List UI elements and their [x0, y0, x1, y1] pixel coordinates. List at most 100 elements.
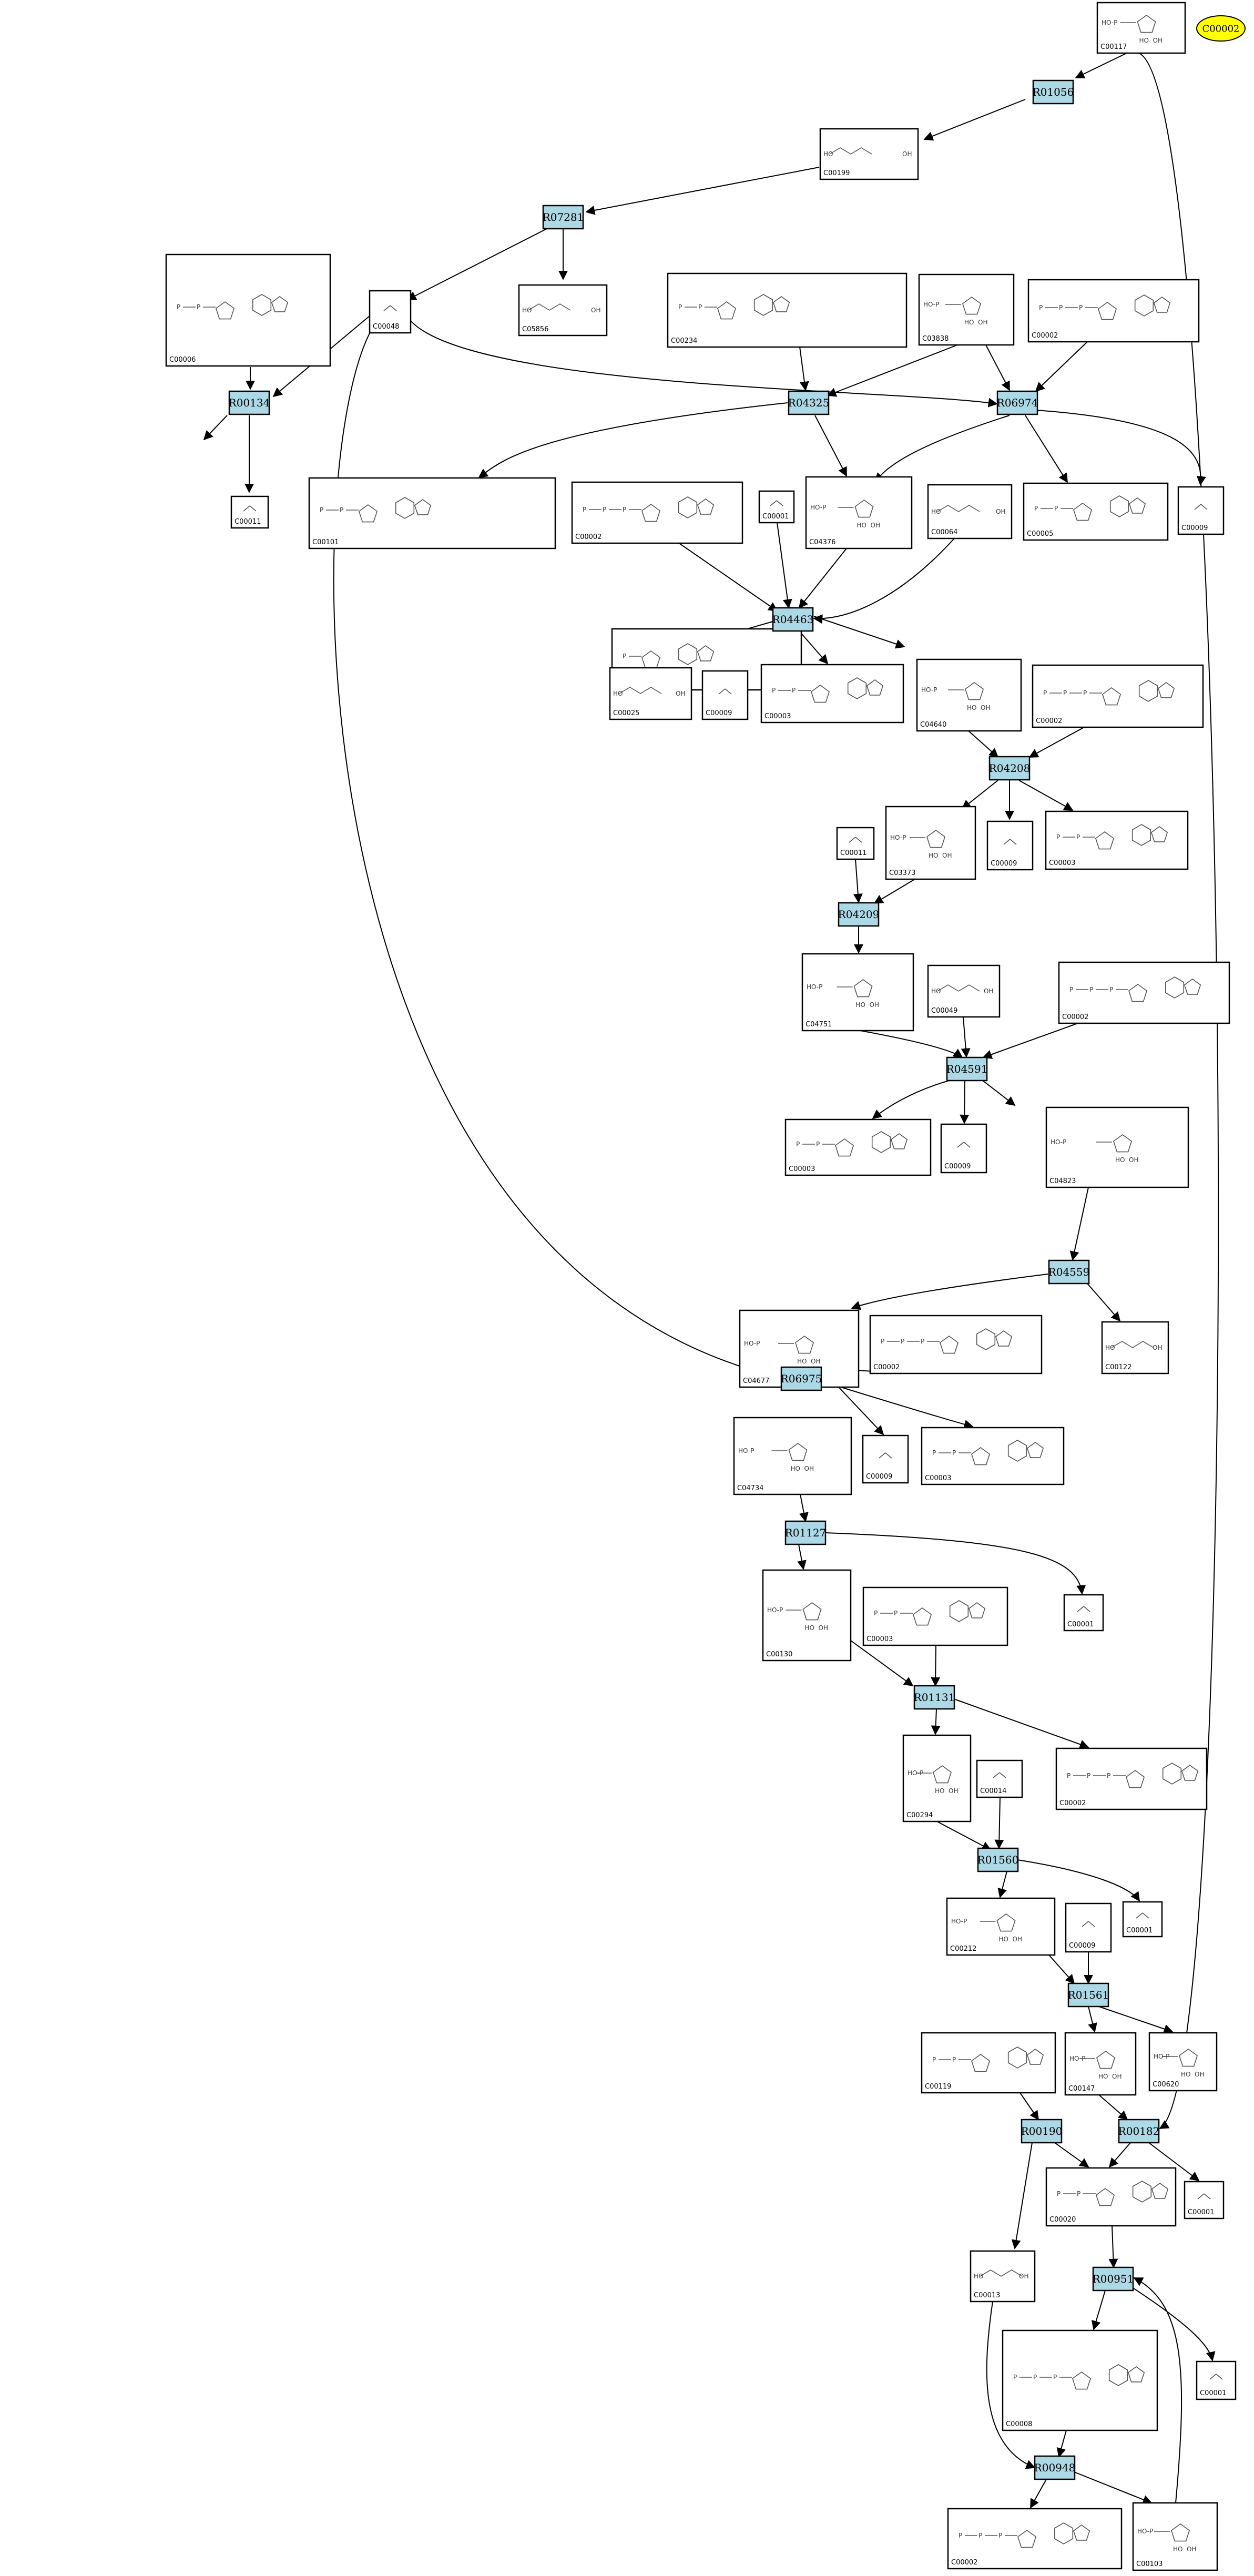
compound-box[interactable]	[518, 284, 608, 337]
compound-box[interactable]	[701, 670, 749, 720]
compound-box[interactable]	[1045, 810, 1189, 870]
reaction-box[interactable]	[977, 1847, 1019, 1872]
reaction-box[interactable]	[228, 390, 270, 415]
compound-box[interactable]	[862, 1434, 909, 1484]
compound-box[interactable]	[1096, 2, 1186, 54]
compound-box[interactable]	[801, 953, 914, 1032]
reaction-node[interactable]: R06975	[780, 1366, 822, 1391]
compound-box[interactable]	[784, 1118, 932, 1176]
compound-box[interactable]	[758, 490, 795, 524]
reaction-node[interactable]: R01560	[977, 1847, 1019, 1872]
compound-node[interactable]: C00009	[986, 820, 1034, 871]
reaction-box[interactable]	[1092, 2266, 1134, 2292]
reaction-node[interactable]: R04209	[838, 902, 880, 927]
compound-node[interactable]: C00009	[940, 1123, 987, 1174]
compound-box[interactable]	[862, 1586, 1008, 1646]
reaction-box[interactable]	[772, 607, 814, 632]
compound-node[interactable]: C00009	[1177, 486, 1225, 535]
compound-box[interactable]	[762, 1569, 852, 1662]
reaction-box[interactable]	[1067, 1982, 1109, 2008]
reaction-node[interactable]: R00948	[1034, 2455, 1076, 2480]
reaction-box[interactable]	[542, 205, 584, 230]
reaction-box[interactable]	[784, 1520, 827, 1545]
compound-box[interactable]	[885, 806, 976, 880]
reaction-node[interactable]: R01131	[913, 1685, 955, 1710]
compound-box[interactable]	[1132, 2502, 1218, 2571]
compound-node[interactable]: C00009	[862, 1434, 909, 1484]
compound-node[interactable]: C00001	[1184, 2181, 1225, 2219]
compound-box[interactable]	[230, 495, 269, 529]
compound-box[interactable]	[869, 1315, 1043, 1374]
compound-box[interactable]	[1002, 2329, 1158, 2431]
compound-box[interactable]	[1055, 1747, 1208, 1810]
compound-node[interactable]: C00048	[369, 290, 412, 334]
reaction-box[interactable]	[946, 1056, 988, 1082]
compound-box[interactable]	[1064, 2032, 1137, 2096]
compound-box[interactable]	[609, 667, 692, 720]
reaction-node[interactable]: R04591	[946, 1056, 988, 1082]
compound-box[interactable]	[976, 1759, 1023, 1798]
reaction-box[interactable]	[1048, 1259, 1090, 1285]
compound-box[interactable]	[760, 664, 904, 724]
reaction-box[interactable]	[788, 390, 830, 415]
compound-box[interactable]	[1122, 1901, 1163, 1938]
reaction-node[interactable]: R00190	[1021, 2119, 1063, 2144]
compound-box[interactable]	[1148, 2032, 1218, 2092]
compound-box[interactable]	[1045, 1106, 1189, 1188]
compound-box[interactable]	[1027, 279, 1200, 343]
reaction-box[interactable]	[988, 756, 1031, 781]
reaction-box[interactable]	[1034, 2455, 1076, 2480]
compound-node[interactable]: C00014	[976, 1759, 1023, 1798]
compound-node[interactable]: C00001	[758, 490, 795, 524]
reaction-node[interactable]: R04559	[1048, 1259, 1090, 1285]
compound-box[interactable]	[916, 658, 1022, 732]
reaction-node[interactable]: R00182	[1118, 2119, 1160, 2144]
compound-node[interactable]: C00011	[230, 495, 269, 529]
reaction-box[interactable]	[780, 1366, 822, 1391]
reaction-node[interactable]: R04325	[788, 390, 830, 415]
reaction-node[interactable]: R04463	[772, 607, 814, 632]
reaction-box[interactable]	[996, 390, 1038, 415]
reaction-node[interactable]: R00951	[1092, 2266, 1134, 2292]
compound-box[interactable]	[308, 477, 556, 549]
compound-box[interactable]	[918, 273, 1015, 346]
compound-box[interactable]	[571, 481, 743, 544]
compound-box[interactable]	[1032, 664, 1204, 728]
compound-box[interactable]	[1184, 2181, 1225, 2219]
compound-box[interactable]	[1101, 1321, 1169, 1374]
compound-box[interactable]	[927, 484, 1013, 539]
compound-node[interactable]: C00011	[836, 827, 875, 860]
compound-box[interactable]	[369, 290, 412, 334]
reaction-box[interactable]	[1032, 79, 1074, 105]
reaction-box[interactable]	[913, 1685, 955, 1710]
compound-node[interactable]: C00009	[701, 670, 749, 720]
compound-box[interactable]	[165, 253, 331, 367]
reaction-node[interactable]: R01561	[1067, 1982, 1109, 2008]
